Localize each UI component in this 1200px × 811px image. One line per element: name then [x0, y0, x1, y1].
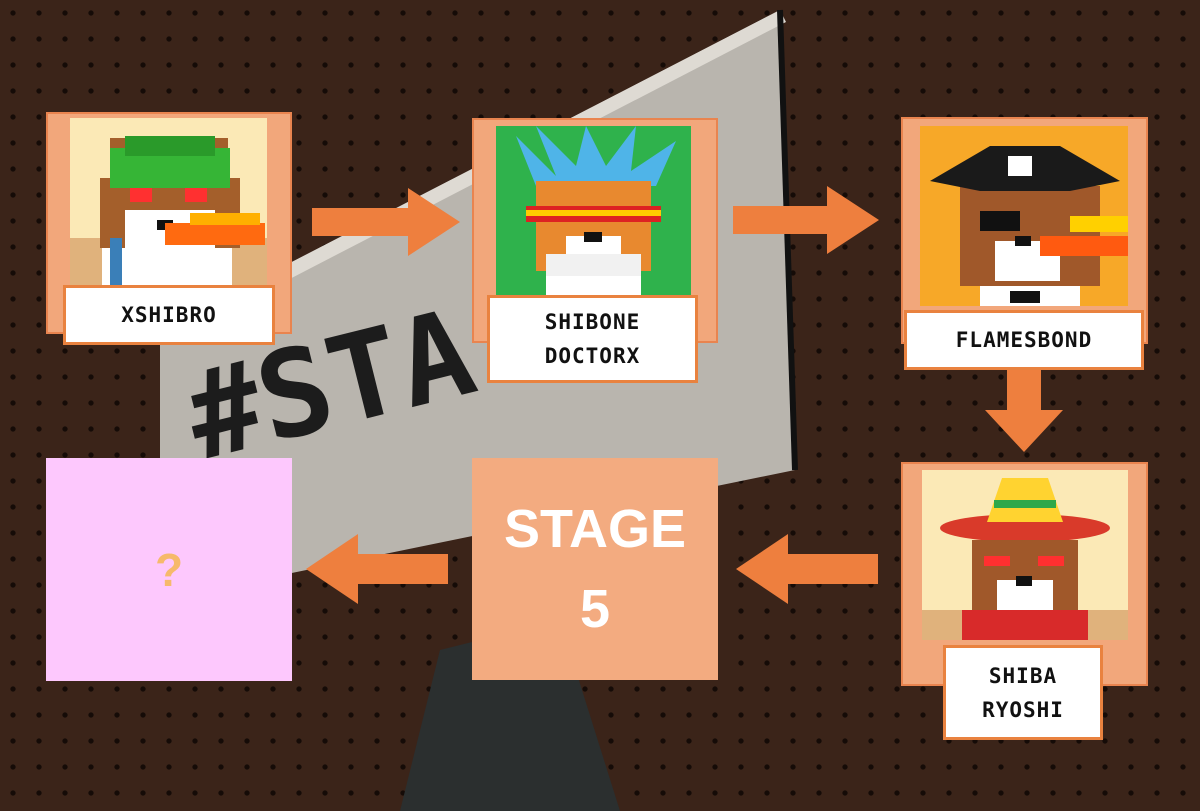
shiba-ryoshi-name: SHIBA RYOSHI: [943, 645, 1103, 740]
flamesbond-portrait: [920, 126, 1128, 306]
xshibro-portrait: [70, 118, 267, 296]
arrow-down-icon: [985, 370, 1063, 452]
arrow-right-icon: [312, 188, 460, 256]
xshibro-name-line-1: XSHIBRO: [121, 303, 217, 327]
xshibro-name: XSHIBRO: [63, 285, 275, 345]
shibone-doctorx-portrait: [496, 126, 691, 296]
stage-label: STAGE: [503, 499, 686, 559]
mystery-box: ?: [46, 458, 292, 681]
flamesbond-name-line-1: FLAMESBOND: [955, 328, 1093, 352]
shiba-ryoshi-portrait: [922, 470, 1128, 640]
stage-5-box: STAGE 5: [472, 458, 718, 680]
shibone-doctorx-name-line-1: SHIBONE: [544, 310, 641, 334]
question-mark-icon: ?: [154, 543, 184, 596]
shiba-ryoshi-name-line-2: RYOSHI: [982, 697, 1064, 722]
arrow-left-icon: [736, 534, 878, 604]
arrow-right-icon: [733, 186, 879, 254]
shibone-doctorx-name-line-2: DOCTORX: [544, 344, 641, 368]
shibone-doctorx-name: SHIBONE DOCTORX: [487, 295, 698, 383]
flamesbond-name: FLAMESBOND: [904, 310, 1144, 370]
stage-number: 5: [579, 579, 611, 639]
shiba-ryoshi-name-line-1: SHIBA: [988, 663, 1058, 688]
arrow-left-icon: [306, 534, 448, 604]
